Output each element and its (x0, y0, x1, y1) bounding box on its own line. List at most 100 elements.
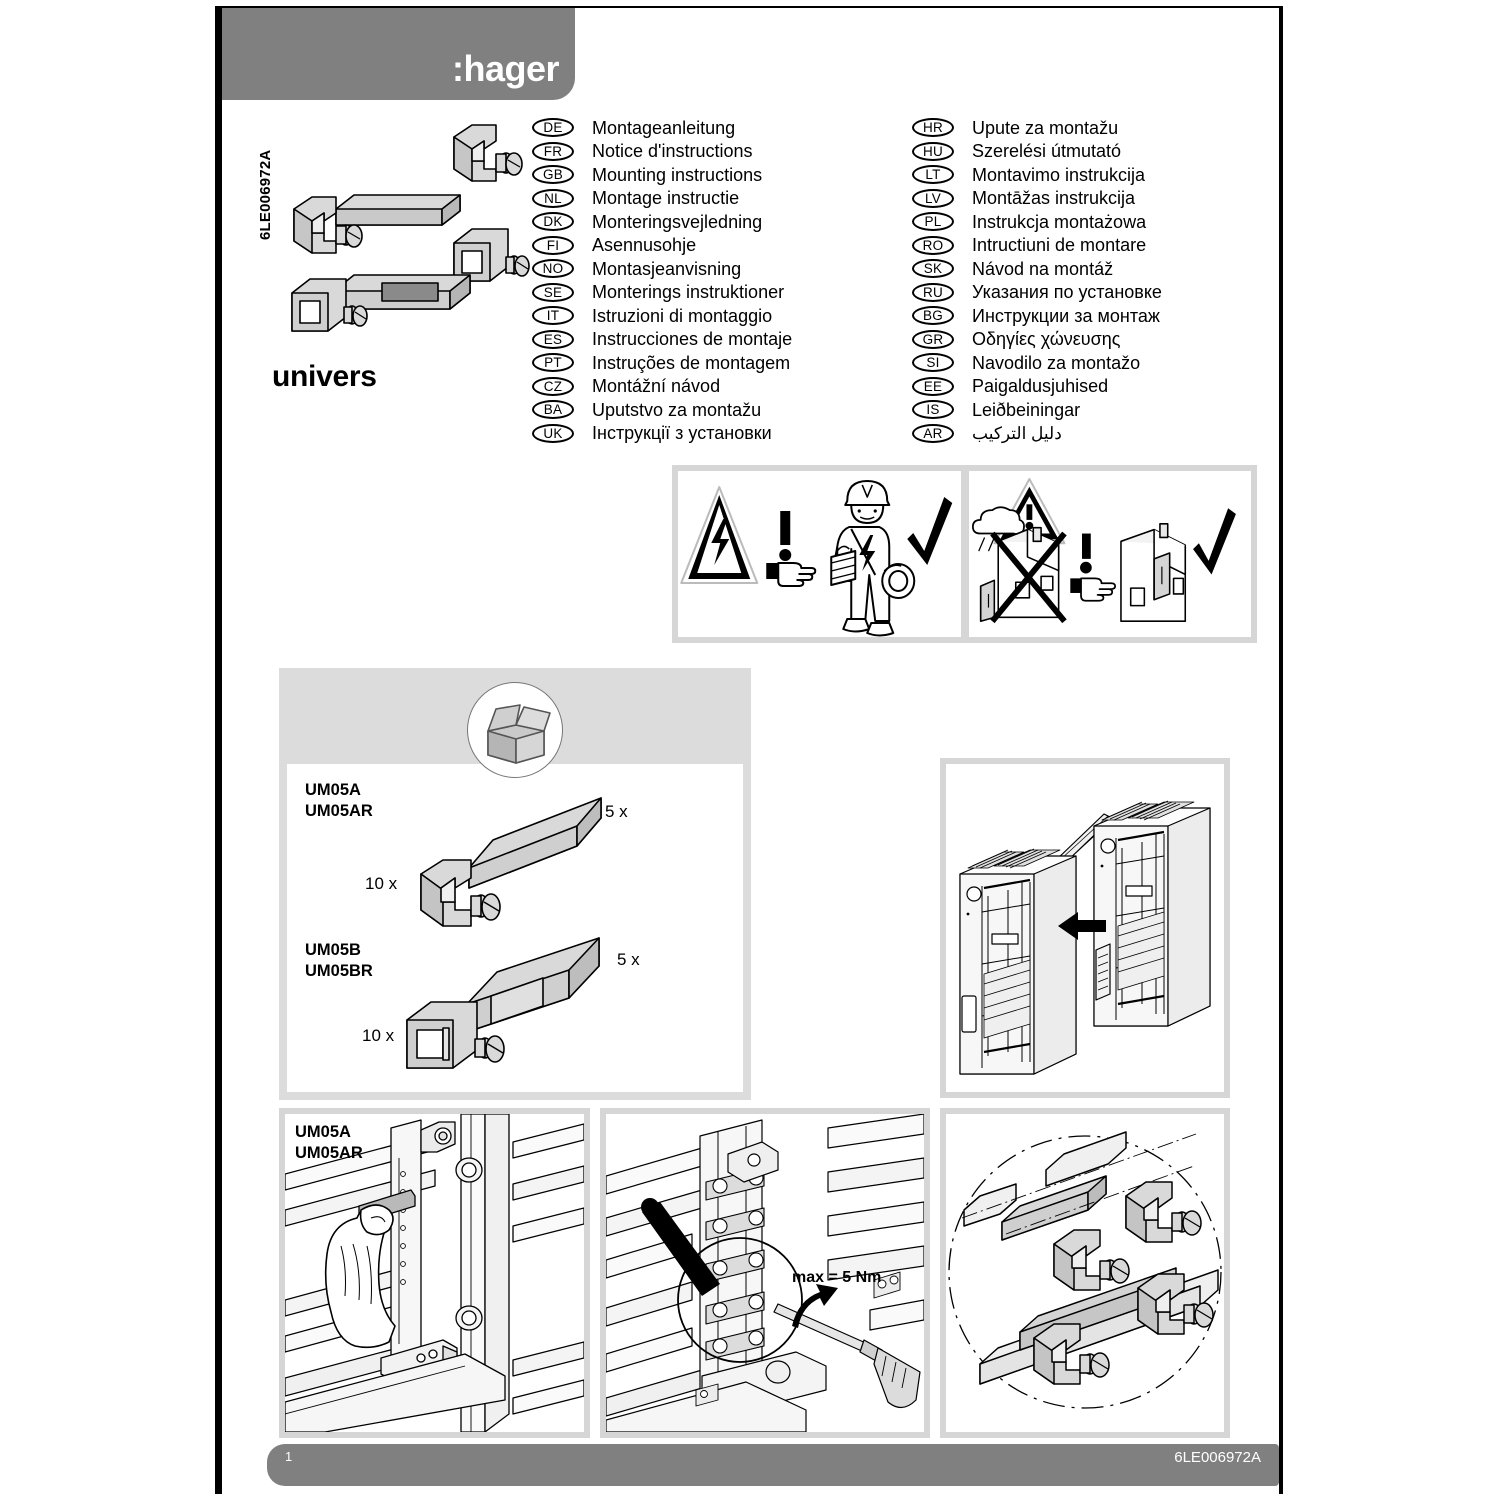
language-code-badge: NL (532, 188, 574, 208)
step1-illustration: UM05A UM05AR (285, 1114, 584, 1432)
language-row: UK Інструкції з установки (532, 422, 792, 446)
language-row: AR دليل التركيب (912, 422, 1162, 446)
language-row: EE Paigaldusjuhised (912, 375, 1162, 399)
house-indoor-ok (1119, 523, 1186, 622)
language-label: Paigaldusjuhised (972, 376, 1109, 397)
language-label: Instrucciones de montaje (592, 329, 793, 350)
safety-warnings-block (672, 465, 1257, 643)
language-label: Montageanleitung (592, 117, 736, 138)
language-code-badge: SK (912, 259, 954, 279)
language-row: BA Uputstvo za montažu (532, 398, 792, 422)
language-row: IT Istruzioni di montaggio (532, 304, 792, 328)
part-code: UM05B UM05BR (305, 940, 373, 982)
detail-circle (948, 1135, 1222, 1409)
language-label: Intructiuni de montare (972, 235, 1147, 256)
language-row: SI Navodilo za montažo (912, 351, 1162, 375)
language-code-badge: IS (912, 400, 954, 420)
language-label: Leiðbeiningar (972, 399, 1081, 420)
language-code-badge: RU (912, 282, 954, 302)
language-label: Указания по установке (972, 282, 1162, 303)
language-code-badge: HR (912, 118, 954, 138)
language-label: Navodilo za montažo (972, 352, 1141, 373)
language-row: LV Montāžas instrukcija (912, 187, 1162, 211)
language-row: FR Notice d'instructions (532, 140, 792, 164)
footer-document-code: 6LE006972A (1174, 1449, 1261, 1466)
step1-part-code: UM05A UM05AR (295, 1122, 363, 1164)
language-row: PL Instrukcja montażowa (912, 210, 1162, 234)
language-row: RU Указания по установке (912, 281, 1162, 305)
clamp-quantity: 10 x (365, 874, 398, 893)
bar-quantity: 5 x (605, 802, 628, 821)
safety-panel-electrical (678, 471, 961, 637)
safety-panel-environment (968, 471, 1251, 637)
language-code-badge: GB (532, 165, 574, 185)
language-row: DK Monteringsvejledning (532, 210, 792, 234)
language-row: PT Instruções de montagem (532, 351, 792, 375)
language-label: Οδηγίες χώνευσης (972, 329, 1121, 350)
torque-spec-label: max = 5 Nm (792, 1269, 882, 1286)
step-panel-tighten-screws: max = 5 Nm (600, 1108, 930, 1438)
language-row: HU Szerelési útmutató (912, 140, 1162, 164)
language-label: Upute za montažu (972, 117, 1119, 138)
language-code-badge: EE (912, 376, 954, 396)
rain-cloud-icon (971, 506, 1025, 552)
language-code-badge: BA (532, 400, 574, 420)
electrical-hazard-triangle (680, 486, 759, 584)
language-code-badge: HU (912, 141, 954, 161)
part-code-line1: UM05A (305, 781, 361, 799)
part-illustration-a (420, 797, 602, 927)
document-code-vertical: 6LE006972A (257, 149, 274, 240)
header-bar: :hager (222, 8, 575, 100)
language-label: Montážní návod (592, 376, 721, 397)
clamp-quantity: 10 x (362, 1026, 395, 1045)
language-label: Інструкції з установки (592, 423, 772, 444)
language-row: GR Οδηγίες χώνευσης (912, 328, 1162, 352)
checkmark (1192, 508, 1236, 575)
language-code-badge: RO (912, 235, 954, 255)
footer-bar: 1 6LE006972A (267, 1444, 1279, 1486)
language-row: HR Upute za montažu (912, 116, 1162, 140)
parts-items-area: UM05A UM05AR 5 x 10 x (287, 764, 743, 1092)
exclamation-mark (779, 511, 792, 561)
language-row: FI Asennusohje (532, 234, 792, 258)
checkmark (907, 497, 953, 565)
language-list-left: DE Montageanleitung FR Notice d'instruct… (532, 116, 792, 445)
language-label: Instruções de montagem (592, 352, 791, 373)
parts-list-panel: UM05A UM05AR 5 x 10 x (279, 668, 751, 1100)
language-label: Instrukcja montażowa (972, 211, 1147, 232)
hager-logo: :hager (451, 48, 560, 89)
pointing-hand (1069, 577, 1116, 602)
language-label: دليل التركيب (972, 423, 1062, 443)
language-code-badge: UK (532, 423, 574, 443)
language-label: Notice d'instructions (592, 141, 753, 162)
language-code-badge: ES (532, 329, 574, 349)
language-code-badge: PL (912, 212, 954, 232)
language-label: Mounting instructions (592, 164, 763, 185)
page-number: 1 (285, 1449, 293, 1464)
language-row: SK Návod na montáž (912, 257, 1162, 281)
page-title: univers (272, 360, 377, 393)
step1-code-line2: UM05AR (295, 1144, 363, 1163)
language-row: NO Montasjeanvisning (532, 257, 792, 281)
enclosure-illustration (946, 764, 1224, 1092)
language-label: Monterings instruktioner (592, 282, 785, 303)
part-row: UM05A UM05AR 5 x 10 x (287, 764, 743, 930)
rotation-arrow (792, 1284, 838, 1328)
language-label: Montavimo instrukcija (972, 164, 1146, 185)
language-label: Montasjeanvisning (592, 258, 742, 279)
language-label: Uputstvo za montažu (592, 399, 762, 420)
step1-code-line1: UM05A (295, 1123, 351, 1141)
part-code-line2: UM05BR (305, 962, 373, 981)
language-code-badge: GR (912, 329, 954, 349)
language-code-badge: FR (532, 141, 574, 161)
language-row: LT Montavimo instrukcija (912, 163, 1162, 187)
language-label: Montāžas instrukcija (972, 188, 1136, 209)
language-label: Szerelési útmutató (972, 141, 1122, 162)
cross-out-mark (989, 531, 1067, 624)
language-label: Инструкции за монтаж (972, 305, 1160, 326)
language-list-right: HR Upute za montažu HU Szerelési útmutat… (912, 116, 1162, 445)
language-row: IS Leiðbeiningar (912, 398, 1162, 422)
language-code-badge: SE (532, 282, 574, 302)
language-row: GB Mounting instructions (532, 163, 792, 187)
language-label: Montage instructie (592, 188, 740, 209)
